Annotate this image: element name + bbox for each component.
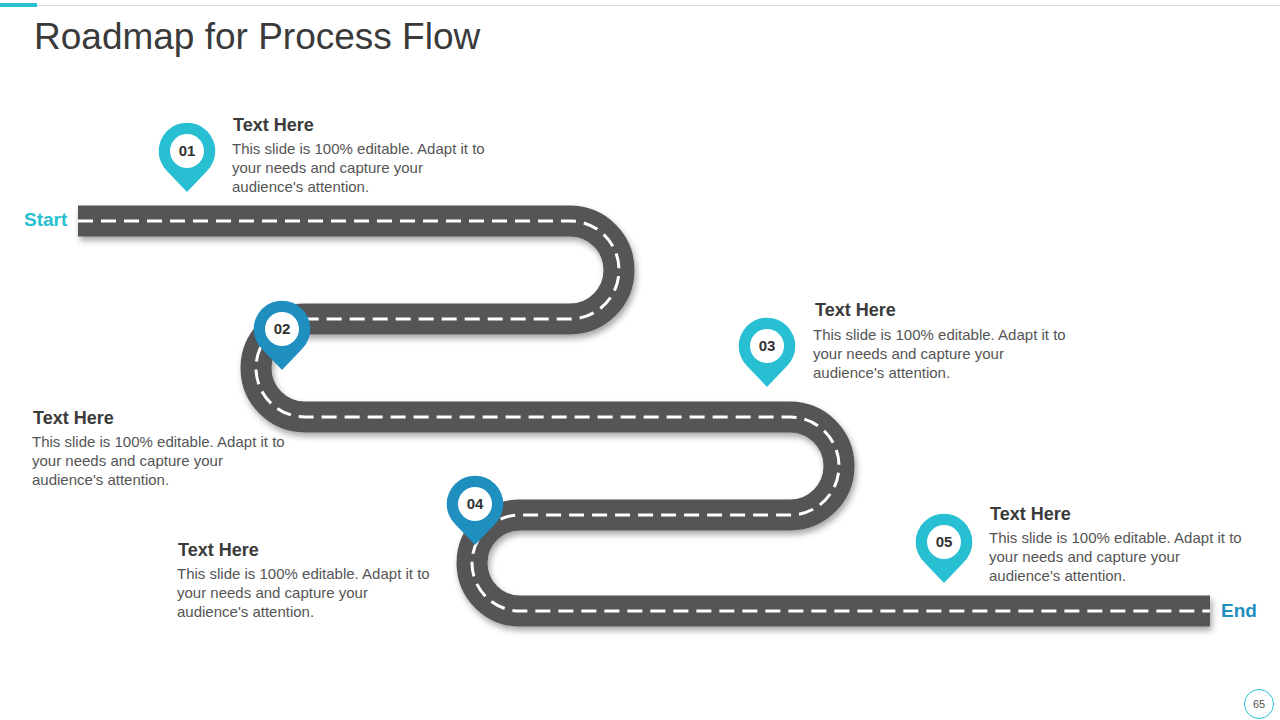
map-pin: 02 bbox=[252, 299, 312, 371]
top-rule bbox=[0, 5, 1280, 6]
step-description: This slide is 100% editable. Adapt it to… bbox=[232, 139, 494, 196]
step-description: This slide is 100% editable. Adapt it to… bbox=[32, 432, 294, 489]
top-accent bbox=[0, 3, 37, 7]
page-number: 65 bbox=[1244, 689, 1274, 719]
map-pin: 03 bbox=[737, 316, 797, 388]
step-description: This slide is 100% editable. Adapt it to… bbox=[177, 564, 439, 621]
step-heading: Text Here bbox=[178, 540, 259, 561]
step-heading: Text Here bbox=[233, 115, 314, 136]
step-heading: Text Here bbox=[33, 408, 114, 429]
step-description: This slide is 100% editable. Adapt it to… bbox=[813, 325, 1075, 382]
callout-number: 04 bbox=[445, 474, 505, 534]
callout-number: 02 bbox=[252, 299, 312, 359]
step-description: This slide is 100% editable. Adapt it to… bbox=[989, 528, 1251, 585]
callout-number: 05 bbox=[914, 512, 974, 572]
step-heading: Text Here bbox=[815, 300, 896, 321]
map-pin: 04 bbox=[445, 474, 505, 546]
end-label: End bbox=[1221, 600, 1257, 622]
map-pin: 05 bbox=[914, 512, 974, 584]
callout-number: 01 bbox=[157, 121, 217, 181]
callout-number: 03 bbox=[737, 316, 797, 376]
map-pin: 01 bbox=[157, 121, 217, 193]
start-label: Start bbox=[24, 209, 67, 231]
step-heading: Text Here bbox=[990, 504, 1071, 525]
page-number-text: 65 bbox=[1253, 698, 1265, 710]
slide-title: Roadmap for Process Flow bbox=[34, 16, 480, 58]
